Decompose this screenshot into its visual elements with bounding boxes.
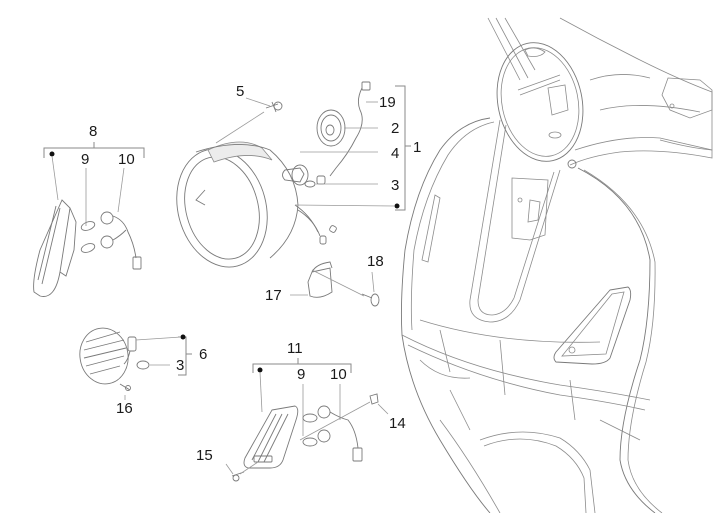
- callout-17: 17: [265, 287, 282, 304]
- turn-signal-right-assembly: [225, 358, 389, 482]
- callout-10-right: 10: [330, 366, 347, 383]
- callout-9-right: 9: [297, 366, 306, 383]
- callout-3-headlight: 3: [391, 177, 400, 194]
- turn-signal-left-assembly: [33, 142, 145, 297]
- callout-14: 14: [389, 415, 406, 432]
- callout-11: 11: [287, 340, 303, 357]
- callout-1: 1: [413, 139, 422, 156]
- parking-lamp-assembly: [79, 327, 192, 400]
- callout-2: 2: [391, 120, 400, 137]
- callout-9-left: 9: [81, 151, 90, 168]
- callout-18: 18: [367, 253, 384, 270]
- callout-10-left: 10: [118, 151, 135, 168]
- callout-16: 16: [116, 400, 133, 417]
- callout-8: 8: [89, 123, 98, 140]
- headlight-assembly: [176, 81, 411, 268]
- scooter-front-shield: [400, 17, 713, 513]
- group-marker-dot: [180, 334, 186, 340]
- callout-19: 19: [379, 94, 396, 111]
- group-marker-dot: [257, 367, 263, 373]
- callout-3-parking: 3: [176, 357, 185, 374]
- callout-15: 15: [196, 447, 213, 464]
- rubber-cover-and-screw: [290, 261, 380, 307]
- group-marker-dot: [394, 203, 400, 209]
- group-marker-dot: [49, 151, 55, 157]
- callout-6: 6: [199, 346, 208, 363]
- callout-4: 4: [391, 145, 400, 162]
- callout-5: 5: [236, 83, 245, 100]
